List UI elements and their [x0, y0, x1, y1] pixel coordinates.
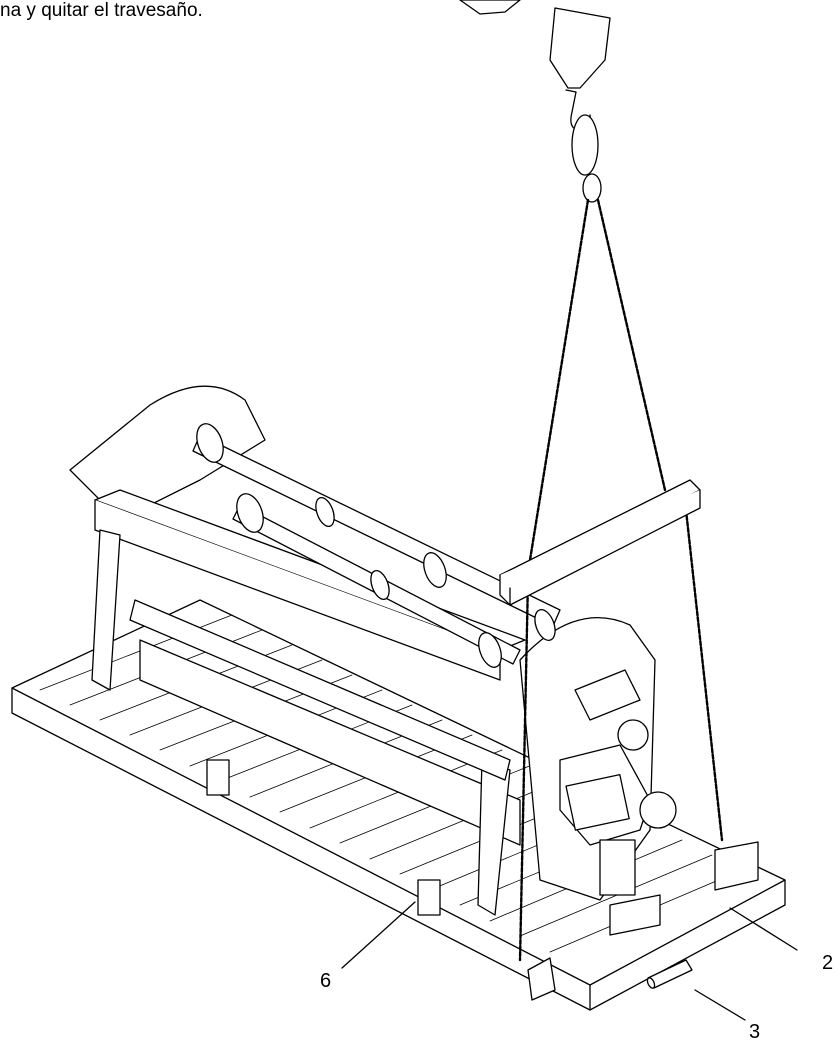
leader-lines — [342, 902, 797, 1020]
lifting-chains — [520, 200, 722, 960]
callout-6: 6 — [320, 970, 332, 992]
callout-3: 3 — [749, 1021, 761, 1043]
instruction-caption: na y quitar el travesaño. — [0, 0, 203, 21]
spreader-beam — [500, 480, 700, 605]
pin — [646, 960, 692, 989]
machine-shafts — [130, 420, 560, 780]
drive-unit — [560, 670, 676, 895]
leader-line-3 — [695, 990, 745, 1020]
callout-2: 2 — [822, 952, 834, 974]
leader-line-2 — [730, 908, 797, 950]
leader-line-6 — [342, 902, 415, 968]
lifting-blocks — [207, 760, 758, 1000]
crane-hook — [460, 0, 610, 202]
